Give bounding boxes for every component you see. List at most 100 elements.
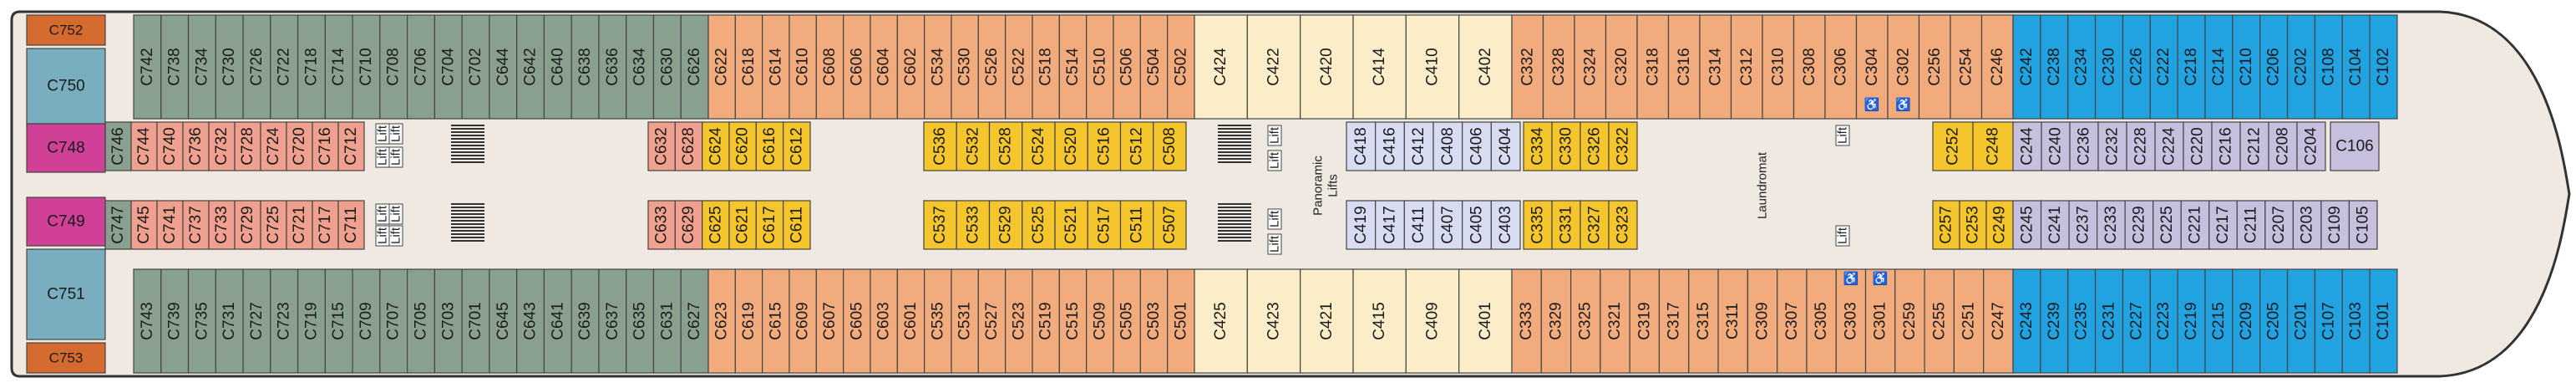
cabin-c234[interactable]: C234	[2067, 14, 2097, 120]
cabin-c621[interactable]: C621	[728, 200, 757, 250]
cabin-c227[interactable]: C227	[2122, 268, 2151, 374]
cabin-c618[interactable]: C618	[734, 14, 763, 120]
cabin-c607[interactable]: C607	[815, 268, 844, 374]
cabin-c229[interactable]: C229	[2124, 200, 2154, 250]
cabin-c106[interactable]: C106	[2330, 121, 2380, 171]
cabin-c628[interactable]: C628	[674, 121, 703, 171]
cabin-c720[interactable]: C720	[286, 121, 313, 171]
cabin-c518[interactable]: C518	[1032, 14, 1060, 120]
cabin-c510[interactable]: C510	[1086, 14, 1114, 120]
cabin-c202[interactable]: C202	[2286, 14, 2316, 120]
cabin-c719[interactable]: C719	[297, 268, 326, 374]
cabin-c254[interactable]: C254	[1950, 14, 1983, 120]
cabin-c414[interactable]: C414	[1352, 14, 1407, 120]
cabin-c750[interactable]: C750	[26, 48, 106, 125]
cabin-c255[interactable]: C255	[1924, 268, 1955, 374]
cabin-c224[interactable]: C224	[2154, 121, 2184, 171]
cabin-c421[interactable]: C421	[1300, 268, 1354, 374]
cabin-c327[interactable]: C327	[1580, 200, 1610, 250]
cabin-c601[interactable]: C601	[896, 268, 925, 374]
cabin-c610[interactable]: C610	[789, 14, 817, 120]
cabin-c332[interactable]: C332	[1511, 14, 1544, 120]
cabin-c307[interactable]: C307	[1777, 268, 1808, 374]
cabin-c205[interactable]: C205	[2259, 268, 2289, 374]
cabin-c321[interactable]: C321	[1600, 268, 1630, 374]
cabin-c622[interactable]: C622	[707, 14, 736, 120]
cabin-c308[interactable]: C308	[1793, 14, 1826, 120]
cabin-c328[interactable]: C328	[1542, 14, 1575, 120]
cabin-c711[interactable]: C711	[337, 200, 365, 250]
cabin-c257[interactable]: C257	[1932, 200, 1960, 250]
cabin-c245[interactable]: C245	[2012, 200, 2042, 250]
cabin-c515[interactable]: C515	[1058, 268, 1088, 374]
cabin-c712[interactable]: C712	[337, 121, 365, 171]
cabin-c105[interactable]: C105	[2348, 200, 2378, 250]
cabin-c243[interactable]: C243	[2012, 268, 2041, 374]
cabin-c304[interactable]: C304♿	[1855, 14, 1889, 120]
cabin-c411[interactable]: C411	[1403, 200, 1434, 250]
cabin-c626[interactable]: C626	[680, 14, 709, 120]
cabin-c635[interactable]: C635	[626, 268, 655, 374]
cabin-c232[interactable]: C232	[2097, 121, 2127, 171]
cabin-c519[interactable]: C519	[1032, 268, 1060, 374]
cabin-c737[interactable]: C737	[182, 200, 210, 250]
cabin-c751[interactable]: C751	[26, 248, 106, 340]
cabin-c415[interactable]: C415	[1352, 268, 1407, 374]
cabin-c501[interactable]: C501	[1167, 268, 1195, 374]
cabin-c603[interactable]: C603	[870, 268, 898, 374]
cabin-c723[interactable]: C723	[270, 268, 299, 374]
cabin-c530[interactable]: C530	[951, 14, 979, 120]
cabin-c746[interactable]: C746	[104, 121, 132, 171]
cabin-c609[interactable]: C609	[789, 268, 817, 374]
cabin-c230[interactable]: C230	[2094, 14, 2124, 120]
cabin-c534[interactable]: C534	[924, 14, 952, 120]
cabin-c231[interactable]: C231	[2094, 268, 2124, 374]
cabin-c703[interactable]: C703	[434, 268, 463, 374]
cabin-c625[interactable]: C625	[702, 200, 730, 250]
cabin-c724[interactable]: C724	[260, 121, 287, 171]
cabin-c329[interactable]: C329	[1540, 268, 1572, 374]
cabin-c320[interactable]: C320	[1605, 14, 1638, 120]
cabin-c619[interactable]: C619	[734, 268, 763, 374]
cabin-c624[interactable]: C624	[702, 121, 730, 171]
cabin-c729[interactable]: C729	[234, 200, 261, 250]
cabin-c316[interactable]: C316	[1667, 14, 1701, 120]
cabin-c259[interactable]: C259	[1894, 268, 1925, 374]
cabin-c101[interactable]: C101	[2369, 268, 2398, 374]
cabin-c310[interactable]: C310	[1762, 14, 1795, 120]
cabin-c404[interactable]: C404	[1490, 121, 1521, 171]
cabin-c512[interactable]: C512	[1119, 121, 1154, 171]
cabin-c318[interactable]: C318	[1636, 14, 1670, 120]
cabin-c238[interactable]: C238	[2040, 14, 2069, 120]
cabin-c109[interactable]: C109	[2320, 200, 2350, 250]
cabin-c331[interactable]: C331	[1551, 200, 1581, 250]
cabin-c242[interactable]: C242	[2012, 14, 2041, 120]
cabin-c207[interactable]: C207	[2264, 200, 2294, 250]
cabin-c249[interactable]: C249	[1985, 200, 2014, 250]
cabin-c511[interactable]: C511	[1119, 200, 1154, 250]
cabin-c407[interactable]: C407	[1433, 200, 1463, 250]
cabin-c412[interactable]: C412	[1403, 121, 1434, 171]
cabin-c226[interactable]: C226	[2122, 14, 2151, 120]
cabin-c509[interactable]: C509	[1086, 268, 1114, 374]
cabin-c408[interactable]: C408	[1433, 121, 1463, 171]
cabin-c256[interactable]: C256	[1918, 14, 1951, 120]
cabin-c616[interactable]: C616	[755, 121, 784, 171]
cabin-c627[interactable]: C627	[680, 268, 709, 374]
cabin-c742[interactable]: C742	[133, 14, 162, 120]
cabin-c326[interactable]: C326	[1580, 121, 1610, 171]
cabin-c311[interactable]: C311	[1717, 268, 1748, 374]
cabin-c753[interactable]: C753	[26, 342, 106, 374]
cabin-c217[interactable]: C217	[2208, 200, 2238, 250]
cabin-c617[interactable]: C617	[755, 200, 784, 250]
cabin-c735[interactable]: C735	[187, 268, 216, 374]
cabin-c241[interactable]: C241	[2040, 200, 2070, 250]
cabin-c406[interactable]: C406	[1462, 121, 1492, 171]
cabin-c722[interactable]: C722	[270, 14, 299, 120]
cabin-c220[interactable]: C220	[2183, 121, 2213, 171]
cabin-c615[interactable]: C615	[762, 268, 790, 374]
cabin-c620[interactable]: C620	[728, 121, 757, 171]
cabin-c516[interactable]: C516	[1087, 121, 1122, 171]
cabin-c244[interactable]: C244	[2012, 121, 2042, 171]
cabin-c714[interactable]: C714	[324, 14, 353, 120]
